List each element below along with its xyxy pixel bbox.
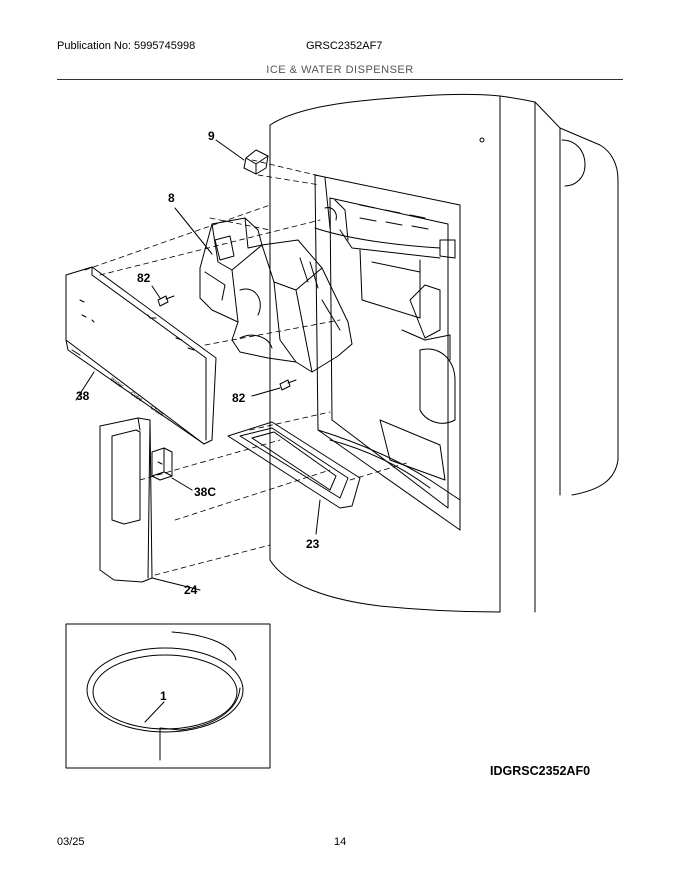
publication-number: Publication No: 5995745998	[57, 40, 196, 52]
callout-8: 8	[168, 191, 175, 205]
callout-82-lower: 82	[232, 391, 246, 405]
panel-label-water: Water	[109, 377, 124, 390]
page-number: 14	[334, 836, 347, 848]
model-number: GRSC2352AF7	[306, 40, 383, 52]
callout-23: 23	[306, 537, 320, 551]
callout-1: 1	[160, 689, 167, 703]
part-38c-switch	[151, 447, 193, 491]
section-title: ICE & WATER DISPENSER	[266, 64, 414, 76]
part-8-dispenser-housing	[174, 207, 353, 373]
callout-82-upper: 82	[137, 271, 151, 285]
part-23-grille	[227, 421, 361, 535]
inset-tubing-box	[65, 623, 271, 769]
callout-24: 24	[184, 583, 198, 597]
refrigerator-door	[269, 94, 619, 613]
callout-38c: 38C	[194, 485, 216, 499]
projection-lines	[84, 159, 411, 576]
callout-9: 9	[208, 129, 215, 143]
part-24-drip-tray	[99, 417, 201, 591]
part-38-control-panel	[65, 266, 217, 445]
footer-date: 03/25	[57, 836, 85, 848]
part-9-cap	[215, 139, 269, 175]
part-82-screw-lower	[251, 379, 297, 397]
callout-38: 38	[76, 389, 90, 403]
title-rule	[57, 79, 623, 80]
panel-label-cube: Cube	[129, 391, 143, 403]
panel-label-crush: Crush	[149, 405, 164, 418]
part-82-screw-upper	[151, 285, 175, 307]
figure-id: IDGRSC2352AF0	[490, 764, 591, 778]
